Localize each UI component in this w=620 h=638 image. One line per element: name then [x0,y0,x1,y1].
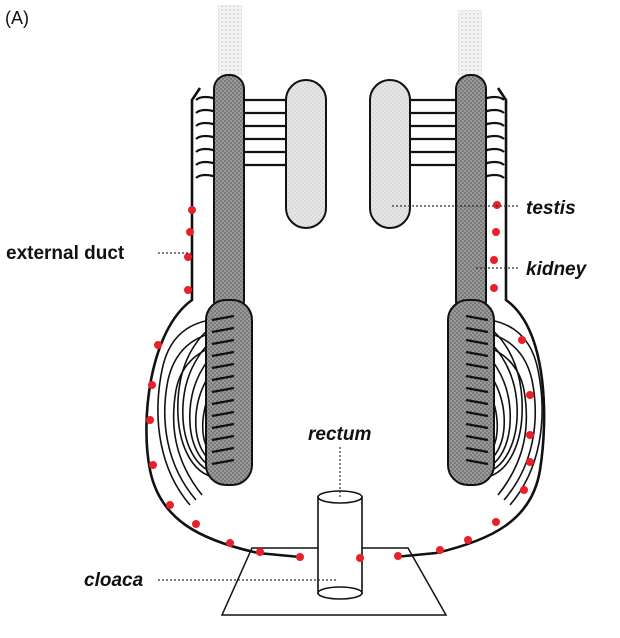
rectum-tube [317,490,363,600]
duct-marker-dot [493,201,501,209]
label-testis: testis [526,198,576,219]
leader-lines [158,205,520,581]
duct-marker-dot [226,539,234,547]
duct-marker-dot [256,548,264,556]
duct-marker-dot [436,546,444,554]
label-kidney: kidney [526,259,588,280]
kidney-tubule-ticks [211,314,489,466]
duct-marker-dot [518,336,526,344]
duct-marker-dot [526,391,534,399]
external-ducts [145,87,546,559]
duct-marker-dot [184,286,192,294]
label-rectum: rectum [308,424,371,445]
duct-marker-dots [146,201,534,562]
duct-marker-dot [356,554,364,562]
duct-marker-dot [526,431,534,439]
duct-marker-dot [188,206,196,214]
duct-marker-dot [492,228,500,236]
duct-marker-dot [146,416,154,424]
duct-marker-dot [186,228,194,236]
duct-marker-dot [166,501,174,509]
kidney-extension-right [458,10,482,75]
duct-marker-dot [490,284,498,292]
duct-marker-dot [296,553,304,561]
panel-label: (A) [5,8,29,28]
kidney-extension-left [218,5,242,75]
duct-marker-dot [490,256,498,264]
testis-left [285,79,327,229]
duct-marker-dot [526,458,534,466]
duct-marker-dot [394,552,402,560]
duct-marker-dot [464,536,472,544]
duct-marker-dot [154,341,162,349]
testis-right [369,79,411,229]
duct-marker-dot [192,520,200,528]
duct-marker-dot [492,518,500,526]
label-external-duct: external duct [6,243,125,264]
duct-marker-dot [148,381,156,389]
duct-marker-dot [184,253,192,261]
duct-marker-dot [520,486,528,494]
duct-marker-dot [149,461,157,469]
label-cloaca: cloaca [84,570,144,591]
